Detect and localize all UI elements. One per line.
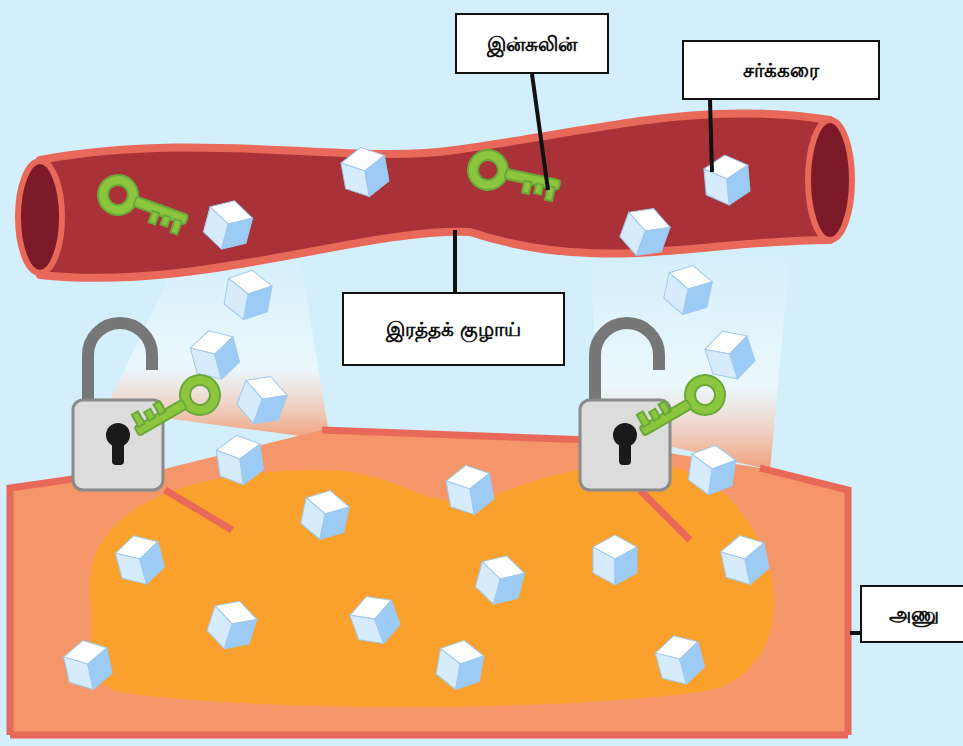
cell-membrane bbox=[10, 732, 848, 739]
label-box: சர்க்கரை bbox=[682, 40, 880, 100]
sugar-cubes bbox=[61, 144, 771, 694]
sugar-cube bbox=[233, 369, 291, 431]
insulin-key bbox=[633, 373, 725, 445]
cell-lock bbox=[580, 323, 670, 490]
label-box: இன்சுலின் bbox=[455, 13, 609, 74]
label-text: இரத்தக் குழாய் bbox=[386, 317, 522, 341]
sugar-cube bbox=[200, 195, 255, 255]
label-box: அணு bbox=[860, 585, 963, 643]
sugar-cube bbox=[298, 486, 351, 544]
sugar-cube bbox=[472, 550, 527, 610]
cell-lock bbox=[73, 323, 163, 490]
channel-line bbox=[165, 490, 232, 530]
sugar-cube bbox=[215, 432, 266, 488]
label-text: இன்சுலின் bbox=[487, 32, 577, 56]
sugar-cube bbox=[652, 630, 707, 690]
label-box: இரத்தக் குழாய் bbox=[342, 292, 565, 366]
leader-line bbox=[710, 100, 712, 172]
sugar-cube bbox=[616, 201, 674, 263]
sugar-cube bbox=[687, 442, 738, 498]
channel-line bbox=[640, 490, 690, 540]
blood-vessel bbox=[18, 113, 852, 277]
insulin-key bbox=[470, 152, 563, 202]
insulin-key bbox=[128, 373, 220, 445]
sugar-cube bbox=[661, 261, 714, 319]
cell-membrane bbox=[10, 478, 80, 735]
sugar-cube bbox=[718, 531, 771, 589]
cell-membrane bbox=[760, 468, 848, 735]
sugar-cube bbox=[222, 267, 274, 324]
sugar-cube bbox=[203, 594, 260, 655]
sugar-cube bbox=[444, 462, 496, 519]
cell-membrane bbox=[322, 430, 590, 440]
leader-line bbox=[532, 74, 548, 190]
sugar-cube bbox=[339, 144, 391, 201]
label-text: அணு bbox=[889, 602, 939, 626]
label-text: சர்க்கரை bbox=[743, 58, 819, 82]
sugar-cube bbox=[434, 637, 486, 694]
sugar-cube bbox=[346, 589, 404, 651]
cell-inner bbox=[89, 463, 774, 707]
leader-line bbox=[453, 230, 457, 292]
vessel-end bbox=[18, 161, 62, 273]
vessel-end bbox=[808, 120, 852, 240]
sugar-cube bbox=[61, 636, 114, 694]
insulin-key bbox=[98, 176, 192, 236]
sugar-cube bbox=[593, 535, 637, 585]
sugar-cube bbox=[112, 530, 167, 590]
